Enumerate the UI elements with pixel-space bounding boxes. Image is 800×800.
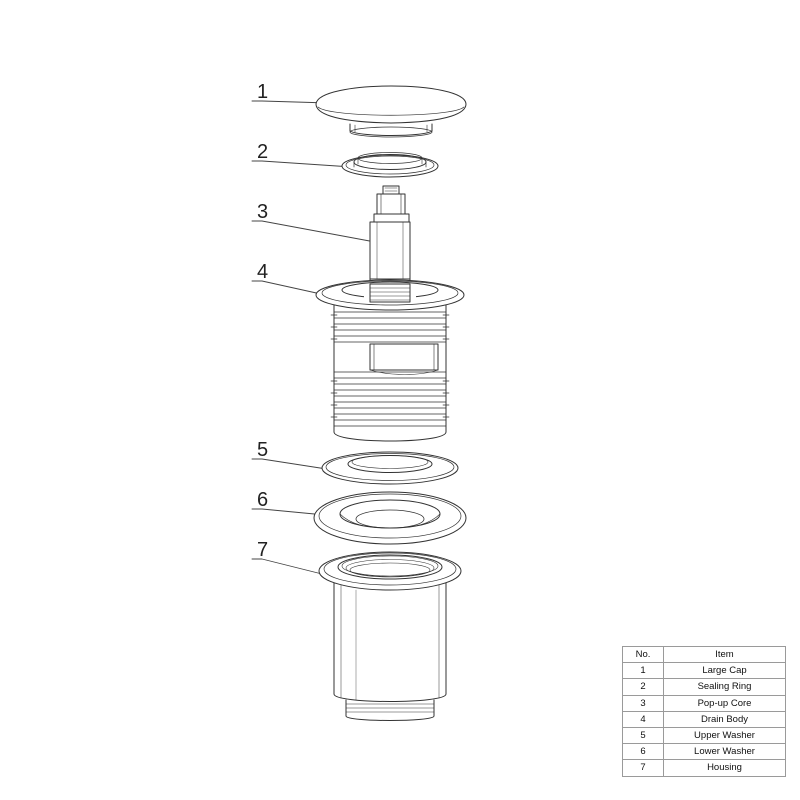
row-item: Large Cap <box>663 662 786 680</box>
drain-body-part <box>315 279 465 442</box>
row-no: 3 <box>622 694 664 712</box>
table-header-row: No. Item <box>622 645 786 664</box>
row-item: Sealing Ring <box>663 678 786 696</box>
row-item: Pop-up Core <box>663 694 786 712</box>
table-row: 7 Housing <box>622 759 786 777</box>
table-row: 2 Sealing Ring <box>622 678 786 696</box>
row-no: 5 <box>622 726 664 745</box>
row-no: 4 <box>622 710 664 728</box>
leader-lines <box>251 100 376 577</box>
callout-3: 3 <box>257 201 269 223</box>
row-no: 2 <box>622 678 664 696</box>
callout-6: 6 <box>257 489 269 511</box>
row-item: Upper Washer <box>663 726 786 745</box>
large-cap-part <box>315 85 467 138</box>
header-item: Item <box>663 645 786 664</box>
row-item: Drain Body <box>663 710 786 728</box>
row-no: 7 <box>622 759 664 777</box>
table-row: 5 Upper Washer <box>622 726 786 745</box>
row-item: Lower Washer <box>663 743 786 761</box>
sealing-ring-part <box>341 152 439 178</box>
callout-1: 1 <box>257 81 269 103</box>
table-row: 4 Drain Body <box>622 710 786 728</box>
callout-2: 2 <box>257 141 269 163</box>
header-no: No. <box>622 645 664 664</box>
table-row: 1 Large Cap <box>622 662 786 680</box>
row-no: 6 <box>622 743 664 761</box>
row-item: Housing <box>663 759 786 777</box>
row-no: 1 <box>622 662 664 680</box>
callout-7: 7 <box>257 539 269 561</box>
table-row: 3 Pop-up Core <box>622 694 786 712</box>
lower-washer-part <box>313 491 467 545</box>
table-row: 6 Lower Washer <box>622 743 786 761</box>
callout-4: 4 <box>257 261 269 283</box>
housing-part <box>318 551 462 721</box>
callout-5: 5 <box>257 439 269 461</box>
parts-table: No. Item 1 Large Cap 2 Sealing Ring 3 Po… <box>622 645 786 777</box>
upper-washer-part <box>321 451 459 485</box>
